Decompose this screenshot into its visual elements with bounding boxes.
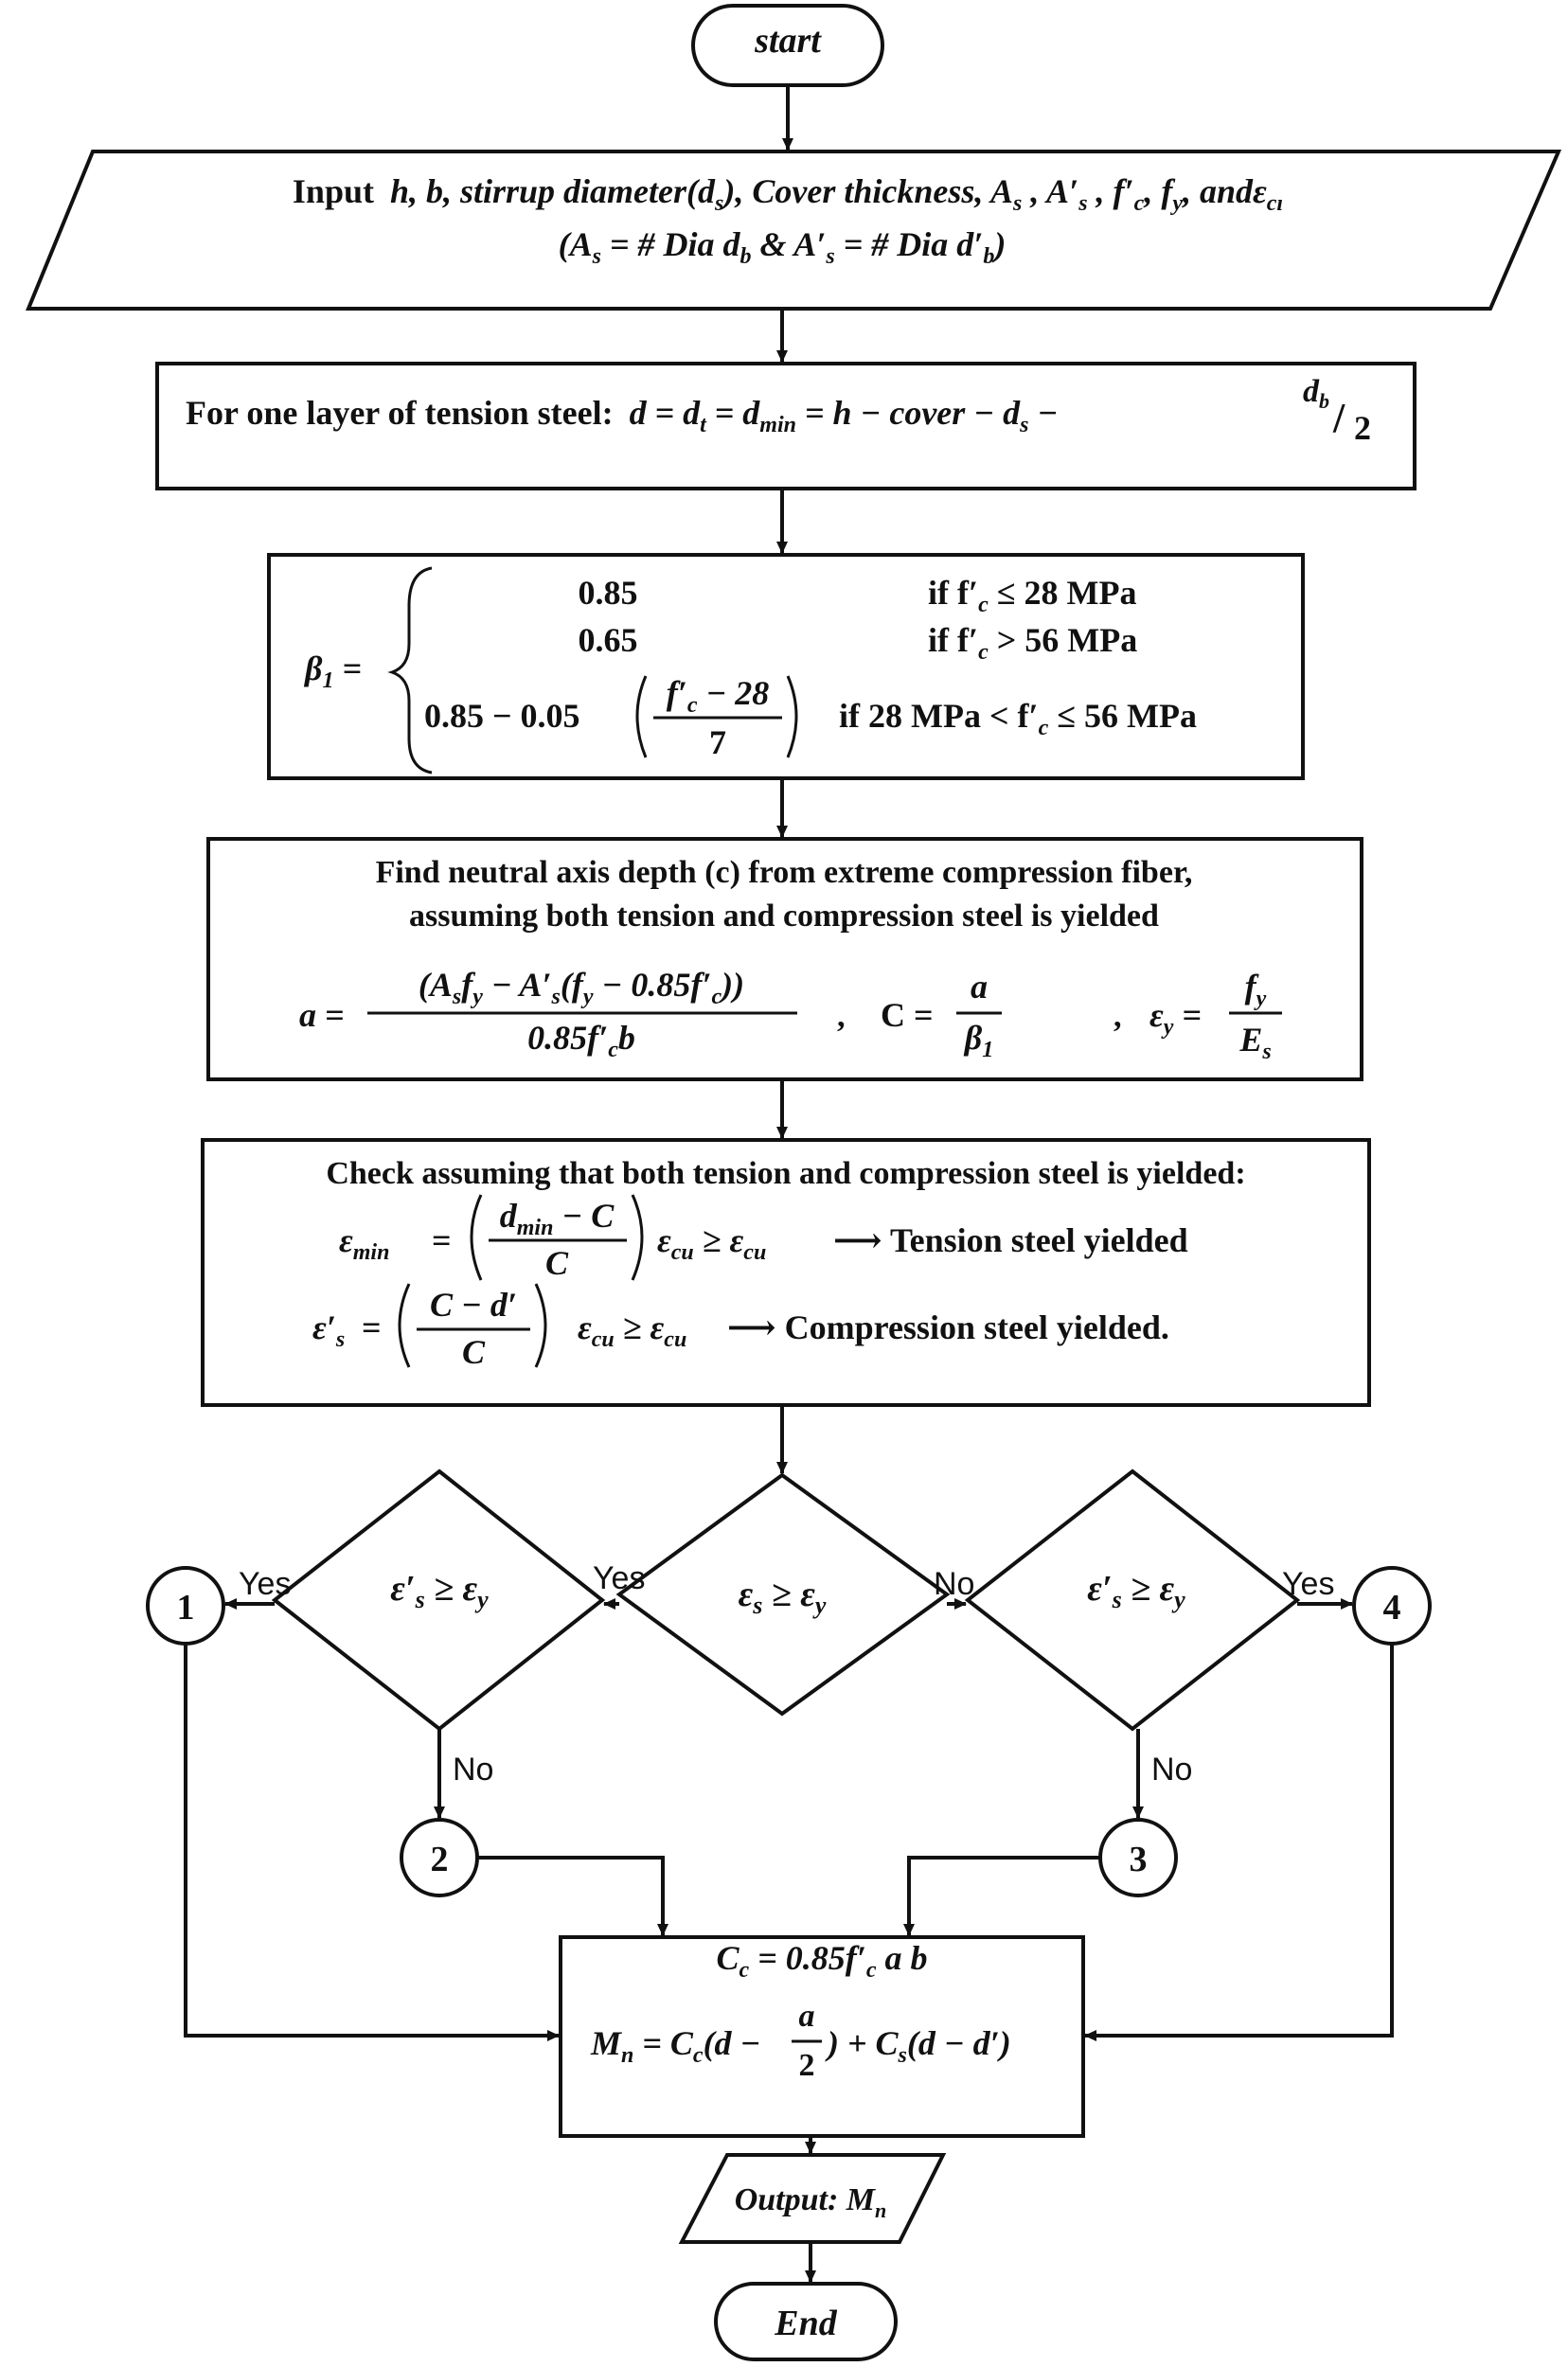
moment-box	[559, 1935, 1085, 2138]
beta-case3-denominator: 7	[709, 723, 726, 761]
label-yes-left-outer: Yes	[239, 1566, 291, 1602]
check-r1-lhs: εmin	[339, 1221, 389, 1265]
depth-slash: /	[1332, 395, 1345, 441]
decision-left-text: ε′s ≥ εy	[390, 1569, 489, 1613]
end-label: End	[774, 2304, 837, 2343]
check-box	[201, 1138, 1371, 1407]
decision-right	[964, 1468, 1301, 1732]
neutral-a-denominator: 0.85f′cb	[527, 1019, 635, 1062]
check-r1-numerator: dmin − C	[500, 1197, 615, 1240]
connector-4-label: 4	[1383, 1588, 1401, 1628]
check-r2-lhs: ε′s	[312, 1308, 345, 1352]
depth-two: 2	[1354, 409, 1371, 447]
neutral-ey-lhs: εy =	[1149, 996, 1202, 1040]
beta-lhs: β1 =	[303, 650, 362, 693]
output-parallelogram	[678, 2153, 947, 2244]
beta-case3-numerator: f′c − 28	[667, 674, 770, 718]
beta-case2-cond: if f′c > 56 MPa	[928, 621, 1137, 665]
beta-paren-left	[635, 675, 648, 758]
depth-formula: For one layer of tension steel: d = dt =…	[186, 394, 1058, 437]
check-r1-eq: =	[432, 1221, 452, 1259]
neutral-sep-1: ,	[837, 999, 846, 1034]
decision-center	[615, 1472, 951, 1717]
neutral-c-numerator: a	[971, 968, 988, 1006]
moment-frac-den: 2	[799, 2048, 815, 2083]
decision-center-text: εs ≥ εy	[739, 1575, 827, 1619]
check-r2-paren-left	[398, 1283, 411, 1368]
neutral-a-numerator: (Asfy − A′s(fy − 0.85f′c))	[419, 966, 744, 1009]
decision-right-text: ε′s ≥ εy	[1087, 1569, 1185, 1613]
beta-case3-cond: if 28 MPa < f′c ≤ 56 MPa	[839, 697, 1197, 740]
neutral-a-lhs: a =	[299, 996, 345, 1034]
arrows	[184, 85, 1394, 2283]
check-r1-denominator: C	[545, 1244, 569, 1282]
check-r1-rhs: εcu ≥ εcu	[657, 1221, 766, 1265]
start-label: start	[754, 21, 822, 61]
arrow-c3-moment	[903, 1856, 1100, 1936]
neutral-ey-numerator: fy	[1245, 968, 1267, 1011]
connector-1-label: 1	[177, 1588, 195, 1628]
check-r2-result: ⟶ Compression steel yielded.	[727, 1308, 1169, 1346]
beta-case1-cond: if f′c ≤ 28 MPa	[928, 574, 1137, 617]
neutral-ey-denominator: Es	[1238, 1021, 1271, 1064]
input-line-2: (As = # Dia db & A′s = # Dia d′b)	[559, 225, 1007, 269]
connector-2-label: 2	[431, 1840, 449, 1879]
label-no-left-down: No	[453, 1752, 493, 1788]
neutral-line-2: assuming both tension and compression st…	[409, 899, 1159, 934]
check-r1-paren-left	[470, 1194, 483, 1281]
input-parallelogram	[26, 150, 1562, 311]
arrow-c1-moment	[184, 1644, 560, 2041]
moment-line-1: Cc = 0.85f′c a b	[717, 1939, 928, 1983]
arrow-c2-moment	[477, 1856, 668, 1936]
check-r2-rhs: εcu ≥ εcu	[578, 1308, 686, 1352]
label-yes-right-outer: Yes	[1282, 1566, 1334, 1602]
end-terminal	[714, 2282, 898, 2361]
neutral-line-1: Find neutral axis depth (c) from extreme…	[376, 855, 1193, 890]
depth-db: db	[1303, 374, 1329, 413]
beta-paren-right	[786, 675, 798, 758]
check-r2-numerator: C − d′	[430, 1286, 517, 1324]
output-label: Output: Mn	[735, 2182, 887, 2222]
neutral-sep-2: ,	[1114, 999, 1122, 1034]
check-r2-denominator: C	[462, 1333, 486, 1371]
neutral-axis-box	[206, 837, 1363, 1081]
depth-box	[155, 362, 1417, 490]
input-line-1: Input h, b, stirrup diameter(ds), Cover …	[293, 172, 1283, 216]
moment-frac-num: a	[799, 1999, 815, 2034]
check-title: Check assuming that both tension and com…	[326, 1156, 1245, 1191]
neutral-c-lhs: C =	[881, 996, 934, 1034]
beta-case3-value: 0.85 − 0.05	[424, 697, 580, 735]
connector-3-label: 3	[1130, 1840, 1148, 1879]
label-no-center-right: No	[934, 1566, 974, 1602]
check-r2-eq: =	[362, 1308, 382, 1346]
beta-case2-value: 0.65	[579, 621, 638, 659]
label-yes-center-left: Yes	[593, 1560, 645, 1596]
check-r2-paren-right	[534, 1283, 547, 1368]
label-no-right-down: No	[1151, 1752, 1192, 1788]
check-r1-result: ⟶ Tension steel yielded	[833, 1221, 1188, 1259]
moment-line-2-right: ) + Cs(d − d′)	[825, 2024, 1011, 2068]
arrow-c4-moment	[1084, 1644, 1394, 2041]
beta-box	[267, 553, 1305, 780]
beta-brace	[387, 566, 433, 774]
beta-case1-value: 0.85	[579, 574, 638, 612]
check-r1-paren-right	[631, 1194, 644, 1281]
neutral-c-denominator: β1	[963, 1019, 993, 1062]
moment-line-2-left: Mn = Cc(d −	[590, 2024, 760, 2068]
